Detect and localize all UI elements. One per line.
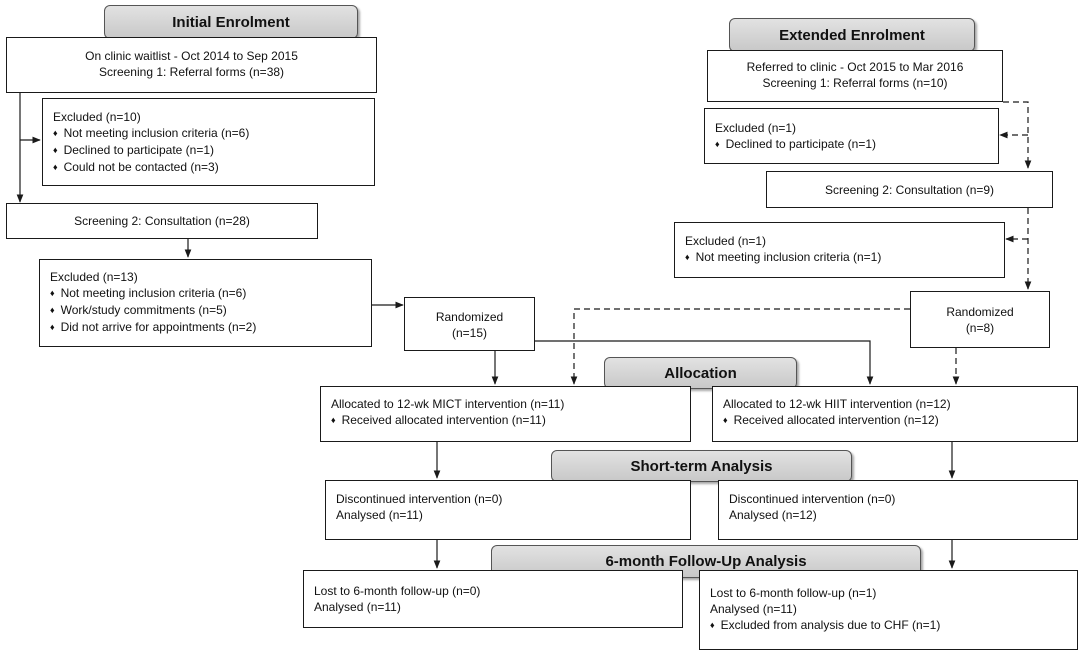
- extended-enrolment-header: Extended Enrolment: [729, 18, 975, 52]
- excluded1-title: Excluded (n=10): [53, 110, 141, 124]
- extended-excluded1-item: Declined to participate (n=1): [715, 136, 988, 153]
- hiit-lost: Lost to 6-month follow-up (n=1): [710, 586, 877, 600]
- mict-allocation-box: Allocated to 12-wk MICT intervention (n=…: [320, 386, 691, 442]
- initial-randomized-box: Randomized (n=15): [404, 297, 535, 351]
- screening2-label: Screening 2: Consultation (n=28): [74, 214, 250, 228]
- hiit-analysed: Analysed (n=12): [729, 508, 817, 522]
- hiit-allocation-box: Allocated to 12-wk HIIT intervention (n=…: [712, 386, 1078, 442]
- excluded1-item: Declined to participate (n=1): [53, 142, 364, 159]
- extended-randomized-count: (n=8): [965, 321, 995, 335]
- hiit-allocation-item: Received allocated intervention (n=12): [723, 412, 1067, 429]
- excluded1-item: Not meeting inclusion criteria (n=6): [53, 125, 364, 142]
- extended-excluded2-item: Not meeting inclusion criteria (n=1): [685, 249, 994, 266]
- hiit-follow-up-box: Lost to 6-month follow-up (n=1) Analysed…: [699, 570, 1078, 650]
- short-term-analysis-header: Short-term Analysis: [551, 450, 852, 482]
- initial-waitlist-box: On clinic waitlist - Oct 2014 to Sep 201…: [6, 37, 377, 93]
- mict-lost: Lost to 6-month follow-up (n=0): [314, 584, 481, 598]
- screening1-count: Screening 1: Referral forms (n=38): [98, 65, 285, 79]
- extended-screening1-count: Screening 1: Referral forms (n=10): [762, 76, 948, 90]
- extended-randomized-label: Randomized: [946, 305, 1014, 319]
- randomized-label: Randomized: [435, 310, 504, 324]
- allocation-header: Allocation: [604, 357, 797, 389]
- initial-excluded2-box: Excluded (n=13) Not meeting inclusion cr…: [39, 259, 372, 347]
- mict-allocation-item: Received allocated intervention (n=11): [331, 412, 680, 429]
- extended-excluded2-title: Excluded (n=1): [685, 234, 767, 248]
- extended-screening2-box: Screening 2: Consultation (n=9): [766, 171, 1053, 208]
- extended-excluded2-box: Excluded (n=1) Not meeting inclusion cri…: [674, 222, 1005, 278]
- mict-allocation-title: Allocated to 12-wk MICT intervention (n=…: [331, 397, 565, 411]
- hiit-follow-analysed: Analysed (n=11): [710, 602, 797, 616]
- mict-analysed: Analysed (n=11): [336, 508, 423, 522]
- initial-enrolment-header: Initial Enrolment: [104, 5, 358, 39]
- hiit-allocation-title: Allocated to 12-wk HIIT intervention (n=…: [723, 397, 951, 411]
- waitlist-period: On clinic waitlist - Oct 2014 to Sep 201…: [85, 49, 298, 63]
- dashed-referred-to-screening2: [1003, 101, 1032, 169]
- excluded2-item: Work/study commitments (n=5): [50, 302, 361, 319]
- mict-discontinued: Discontinued intervention (n=0): [336, 492, 503, 506]
- mict-follow-analysed: Analysed (n=11): [314, 600, 401, 614]
- initial-screening2-box: Screening 2: Consultation (n=28): [6, 203, 318, 239]
- mict-short-term-box: Discontinued intervention (n=0) Analysed…: [325, 480, 691, 540]
- extended-referred-box: Referred to clinic - Oct 2015 to Mar 201…: [707, 50, 1003, 102]
- hiit-short-term-box: Discontinued intervention (n=0) Analysed…: [718, 480, 1078, 540]
- initial-excluded1-box: Excluded (n=10) Not meeting inclusion cr…: [42, 98, 375, 186]
- randomized-count: (n=15): [451, 326, 488, 340]
- extended-excluded1-title: Excluded (n=1): [715, 121, 797, 135]
- hiit-follow-excluded: Excluded from analysis due to CHF (n=1): [710, 617, 1067, 634]
- extended-excluded1-box: Excluded (n=1) Declined to participate (…: [704, 108, 999, 164]
- mict-follow-up-box: Lost to 6-month follow-up (n=0) Analysed…: [303, 570, 683, 628]
- arrow-randomized-to-hiit: [535, 340, 874, 385]
- dashed-randomized-to-mict: [570, 308, 910, 385]
- excluded1-item: Could not be contacted (n=3): [53, 159, 364, 176]
- excluded2-title: Excluded (n=13): [50, 270, 138, 284]
- extended-randomized-box: Randomized (n=8): [910, 291, 1050, 348]
- excluded2-item: Did not arrive for appointments (n=2): [50, 319, 361, 336]
- extended-screening2-label: Screening 2: Consultation (n=9): [824, 183, 995, 197]
- hiit-discontinued: Discontinued intervention (n=0): [729, 492, 896, 506]
- referred-period: Referred to clinic - Oct 2015 to Mar 201…: [746, 60, 964, 74]
- excluded2-item: Not meeting inclusion criteria (n=6): [50, 285, 361, 302]
